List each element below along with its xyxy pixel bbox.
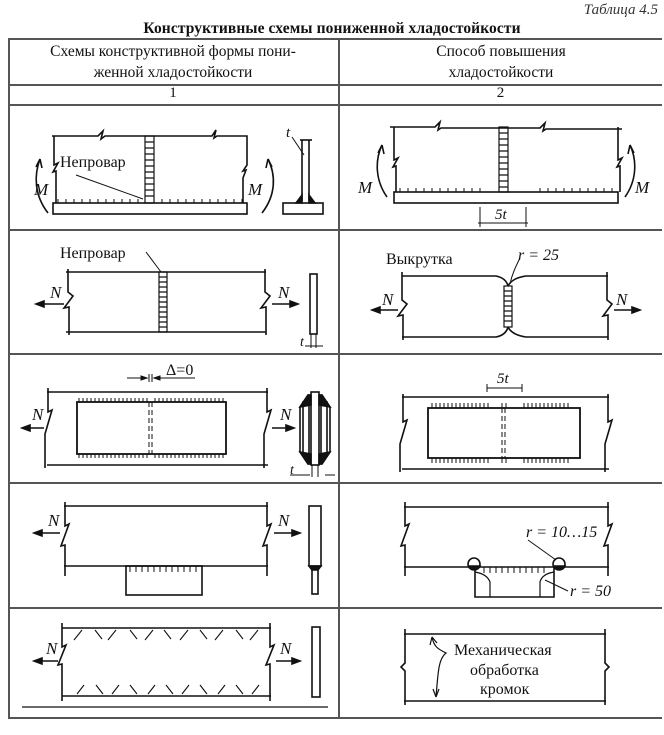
machining-label-line1: Механическая (454, 642, 552, 659)
column-header-2-line2: хладостойкости (448, 64, 554, 81)
column-header-2: Способ повышения хладостойкости (340, 41, 662, 83)
dimension-label: 5t (495, 207, 508, 223)
moment-label-left: M (357, 178, 373, 197)
undercut-label: Выкрутка (386, 251, 453, 268)
force-label-left: N (381, 290, 395, 309)
force-arrow-left (33, 299, 64, 309)
column-divider (338, 38, 340, 718)
dimension-label: 5t (497, 371, 510, 387)
table-border-bottom (8, 717, 662, 719)
row1-left-diagram: Непровар M M t (33, 125, 324, 215)
row1-right-diagram: M M 5t (357, 119, 650, 227)
gusset-plate (125, 565, 203, 596)
column-number-2: 2 (496, 85, 505, 101)
gap-label: Δ=0 (166, 362, 193, 379)
table-border-left (8, 38, 10, 718)
row2-right-diagram: Выкрутка r = 25 N N (369, 247, 643, 340)
moment-label-right: M (247, 180, 263, 199)
header-divider (8, 84, 662, 86)
force-label-right: N (277, 283, 291, 302)
butt-weld-ladder (158, 271, 168, 333)
butt-weld-ladder (144, 135, 155, 204)
radius-label: r = 25 (518, 247, 559, 264)
column-header-2-line1: Способ повышения (436, 43, 566, 60)
butt-weld-ladder (503, 285, 513, 328)
force-label-right: N (279, 405, 293, 424)
small-radius-label: r = 10…15 (526, 524, 597, 541)
force-arrow-right (272, 299, 301, 309)
machining-label-line3: кромок (480, 681, 530, 698)
dimension-5t (478, 207, 528, 227)
table-title: Конструктивные схемы пониженной хладосто… (143, 20, 521, 37)
moment-label-right: M (634, 178, 650, 197)
thickness-label: t (300, 335, 305, 350)
force-label-right: N (277, 511, 291, 530)
fillet-weld-ticks (78, 398, 224, 458)
schemes-table: Схемы конструктивной формы пони- женной … (8, 38, 662, 719)
row4-left-diagram: N N (31, 502, 323, 596)
row5-right-diagram: Механическая обработка кромок (399, 629, 611, 705)
fillet-weld-ticks (431, 403, 569, 463)
row3-left-diagram: Δ=0 N N t (19, 362, 335, 478)
overlay-section-icon (290, 391, 335, 477)
row-divider (8, 482, 662, 484)
lack-of-fusion-label: Непровар (60, 245, 126, 262)
moment-label-left: M (33, 180, 49, 199)
leader-line (75, 174, 144, 200)
column-number-1: 1 (169, 85, 177, 101)
row-divider (8, 353, 662, 355)
force-label-left: N (47, 511, 61, 530)
butt-weld-ladder (498, 126, 509, 193)
table-number: Таблица 4.5 (583, 2, 658, 18)
row-divider (8, 607, 662, 609)
thickness-label: t (290, 463, 295, 478)
plate-section-icon (311, 626, 321, 698)
row-divider (8, 229, 662, 231)
plate-section-icon (309, 273, 318, 335)
colnum-divider (8, 104, 662, 106)
t-section-icon (282, 136, 324, 215)
row3-right-diagram: 5t (399, 371, 614, 472)
row2-left-diagram: Непровар N N t (33, 245, 323, 350)
edge-bevel-marks (73, 629, 260, 695)
column-header-1-line2: женной хладостойкости (93, 64, 253, 81)
force-label-right: N (279, 639, 293, 658)
row4-right-diagram: r = 10…15 r = 50 (399, 502, 614, 600)
large-radius-label: r = 50 (570, 583, 611, 600)
section-icon (307, 505, 323, 595)
fillet-weld-ticks (57, 199, 243, 203)
machining-label-line2: обработка (470, 662, 539, 679)
thickness-label: t (286, 125, 291, 141)
lack-of-fusion-label: Непровар (60, 154, 126, 171)
row5-left-diagram: N N (22, 623, 328, 708)
column-header-1-line1: Схемы конструктивной формы пони- (50, 43, 296, 60)
force-label-left: N (45, 639, 59, 658)
force-label-left: N (49, 283, 63, 302)
force-label-left: N (31, 405, 45, 424)
table-border-top (8, 38, 662, 40)
column-header-1: Схемы конструктивной формы пони- женной … (10, 41, 336, 83)
force-label-right: N (615, 290, 629, 309)
